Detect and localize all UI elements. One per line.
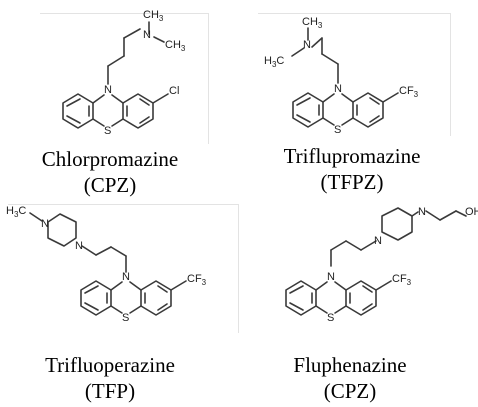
- compound-abbr: (TFPZ): [320, 170, 384, 194]
- triflupromazine-skeleton: N S N CH3 H3C CF3: [264, 16, 419, 136]
- chlorpromazine-skeleton: N S N CH3 CH3 Cl: [62, 9, 186, 137]
- compound-abbr: (CPZ): [83, 173, 137, 197]
- atom-chlorine: Cl: [169, 85, 179, 97]
- atom-methyl-top: CH3: [302, 16, 323, 30]
- atom-n-ring: N: [327, 271, 335, 283]
- atom-n-ring: N: [122, 271, 130, 283]
- atom-n-ring: N: [104, 84, 112, 96]
- atom-s-ring: S: [122, 312, 129, 324]
- compound-abbr: (CPZ): [323, 379, 377, 403]
- atom-methyl-top: CH3: [143, 9, 164, 23]
- atom-n-piperazine-1: N: [374, 235, 382, 247]
- compound-name: Triflupromazine: [283, 144, 421, 168]
- atom-cf3: CF3: [187, 273, 207, 287]
- structure-frame: [40, 13, 209, 144]
- compound-abbr: (TFP): [84, 379, 136, 403]
- atom-cf3: CF3: [399, 85, 419, 99]
- structure-frame: [258, 13, 451, 136]
- compound-name: Fluphenazine: [293, 353, 407, 377]
- atom-methyl-left: H3C: [264, 55, 284, 69]
- atom-cf3: CF3: [392, 273, 412, 287]
- caption-fluphenazine: Fluphenazine (CPZ): [240, 352, 460, 404]
- structure-chlorpromazine: N S N CH3 CH3 Cl Chlorpromazine (CPZ): [0, 0, 240, 200]
- fluphenazine-skeleton: N N OH N S CF3: [285, 206, 478, 324]
- atom-n-chain: N: [303, 39, 311, 51]
- atom-n-chain: N: [143, 29, 151, 41]
- caption-triflupromazine: Triflupromazine (TFPZ): [242, 143, 462, 195]
- caption-chlorpromazine: Chlorpromazine (CPZ): [0, 146, 220, 198]
- atom-s-ring: S: [104, 125, 111, 137]
- atom-n-piperazine-2: N: [75, 240, 83, 252]
- atom-s-ring: S: [334, 124, 341, 136]
- atom-n-ring: N: [334, 83, 342, 95]
- atom-methyl-right: CH3: [165, 39, 186, 53]
- caption-trifluoperazine: Trifluoperazine (TFP): [0, 352, 220, 404]
- structure-triflupromazine: N S N CH3 H3C CF3 Triflupromazine (TFPZ): [240, 0, 478, 200]
- compound-name: Chlorpromazine: [41, 147, 179, 171]
- compound-name: Trifluoperazine: [45, 353, 175, 377]
- atom-methyl: H3C: [6, 205, 26, 219]
- structure-trifluoperazine: H3C N N N S CF3 Trifluoperazine (TFP): [0, 200, 240, 407]
- structure-fluphenazine: N N OH N S CF3 Fluphenazine (CPZ): [240, 200, 478, 407]
- atom-n-piperazine-2: N: [418, 206, 426, 218]
- atom-hydroxyl: OH: [465, 206, 478, 218]
- trifluoperazine-skeleton: H3C N N N S CF3: [6, 205, 207, 324]
- structure-frame: [8, 204, 239, 333]
- atom-n-piperazine-1: N: [41, 218, 49, 230]
- atom-s-ring: S: [327, 312, 334, 324]
